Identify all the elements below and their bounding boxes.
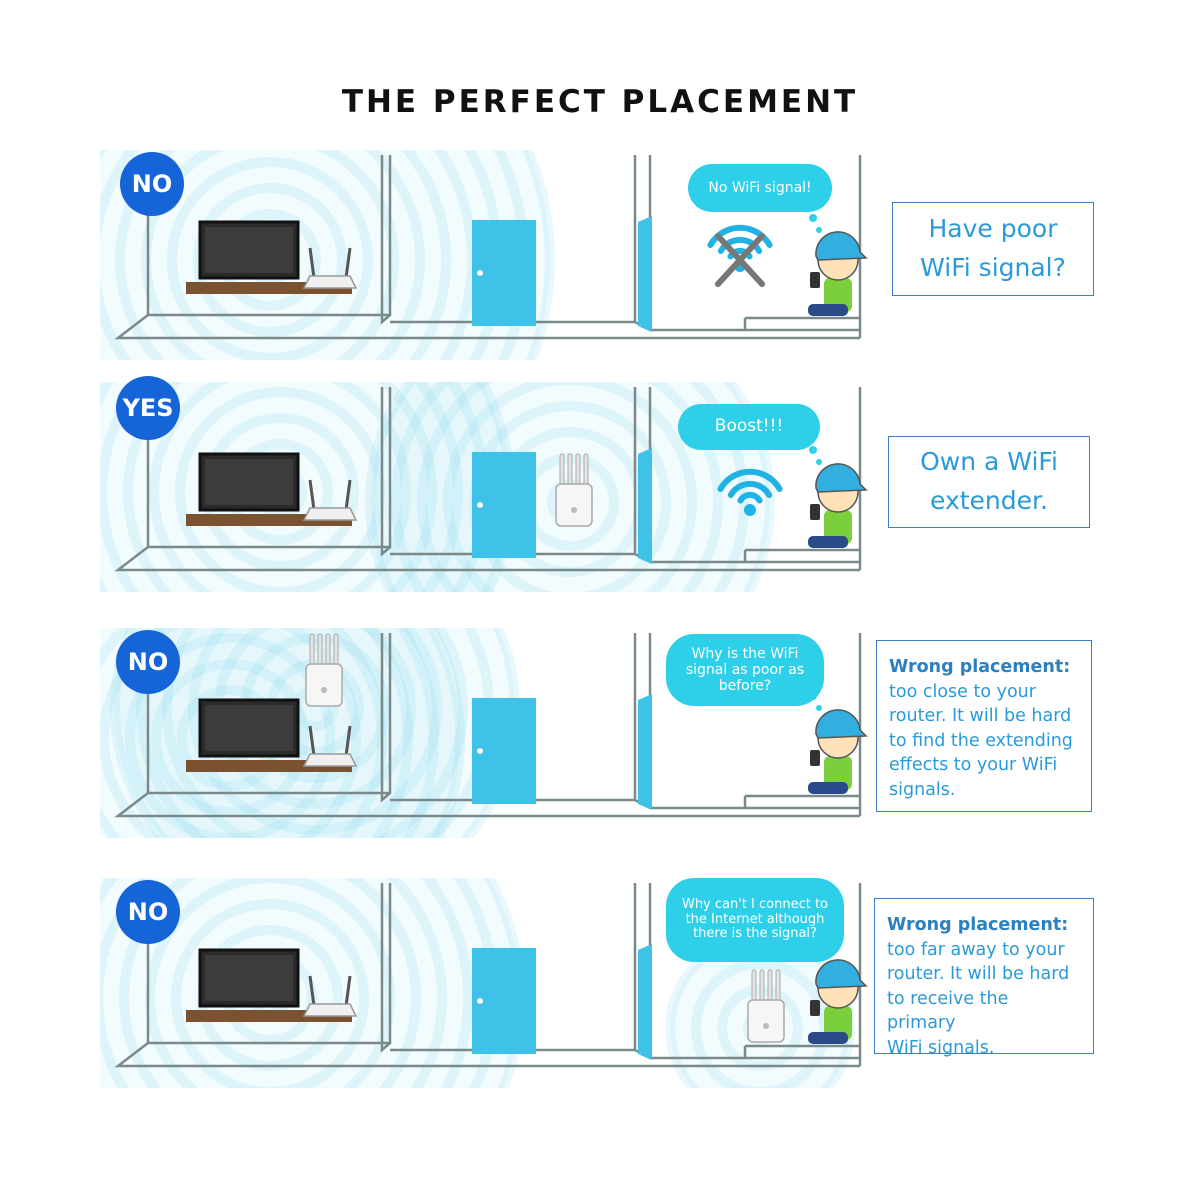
placement-verdict-badge: YES: [116, 376, 180, 440]
placement-row: NO Why can't I connect to the Internet al…: [100, 878, 1100, 1088]
tv-icon: [198, 948, 300, 1008]
placement-row: YES Boost!!! Own a WiFi extender.: [100, 376, 1100, 592]
child-icon: [808, 709, 868, 794]
speech-bubble: Why can't I connect to the Internet alth…: [666, 878, 844, 962]
speech-bubble: Why is the WiFi signal as poor as before…: [666, 634, 824, 706]
extender-icon: [555, 453, 593, 527]
door-knob: [477, 502, 483, 508]
extender-icon: [305, 633, 343, 707]
info-line: too close to your: [889, 681, 1036, 702]
info-line: Own a WiFi: [920, 447, 1058, 477]
router-icon: [302, 479, 358, 521]
extender-icon: [747, 969, 785, 1043]
info-line: WiFi signals.: [887, 1037, 995, 1058]
child-icon: [808, 959, 868, 1044]
tv-icon: [198, 698, 300, 758]
router-icon: [302, 725, 358, 767]
router-icon: [302, 975, 358, 1017]
info-line: too far away to your: [887, 939, 1065, 960]
door-side: [638, 448, 652, 564]
info-box: Own a WiFi extender.: [888, 436, 1090, 528]
door-knob: [477, 998, 483, 1004]
door-knob: [477, 748, 483, 754]
house-scene: [100, 150, 868, 360]
bubble-dot: [809, 446, 817, 454]
info-line: router. It will be hard: [887, 964, 1070, 984]
bubble-dot: [816, 459, 822, 465]
placement-verdict-badge: NO: [120, 152, 184, 216]
tv-icon: [198, 452, 300, 512]
house-scene: [100, 878, 868, 1088]
bubble-dot: [816, 227, 822, 233]
info-line: effects to your WiFi: [889, 755, 1058, 775]
info-line: to receive the primary: [887, 988, 1009, 1034]
router-icon: [302, 247, 358, 289]
info-line: Have poor: [928, 214, 1058, 244]
info-line: signals.: [889, 779, 956, 800]
door-knob: [477, 270, 483, 276]
info-line: to find the extending: [889, 730, 1073, 751]
placement-verdict-badge: NO: [116, 880, 180, 944]
house-scene: [100, 628, 868, 838]
placement-verdict-badge: NO: [116, 630, 180, 694]
info-line: extender.: [930, 486, 1048, 515]
info-line: router. It will be hard: [889, 706, 1072, 726]
wifi-signal-icon: [717, 468, 783, 516]
info-box: Wrong placement: too close to your router.…: [876, 640, 1092, 812]
placement-row: NO Why is the WiFi signal as poor as befo…: [100, 628, 1100, 838]
bubble-dot: [816, 705, 822, 711]
speech-bubble: Boost!!!: [678, 404, 820, 450]
info-heading: Wrong placement:: [887, 915, 1069, 935]
door-side: [638, 694, 652, 810]
tv-icon: [198, 220, 300, 280]
door-side: [638, 944, 652, 1060]
info-heading: Wrong placement:: [889, 657, 1071, 677]
info-box: Wrong placement: too far away to your rout…: [874, 898, 1094, 1058]
house-scene: [100, 382, 868, 592]
door-side: [638, 216, 652, 332]
wifi-no-signal-icon: [707, 224, 773, 287]
child-icon: [808, 463, 868, 548]
page-title: THE PERFECT PLACEMENT: [341, 84, 859, 120]
speech-bubble: No WiFi signal!: [688, 164, 832, 212]
bubble-dot: [809, 214, 817, 222]
child-icon: [808, 231, 868, 316]
info-line: WiFi signal?: [920, 253, 1066, 282]
